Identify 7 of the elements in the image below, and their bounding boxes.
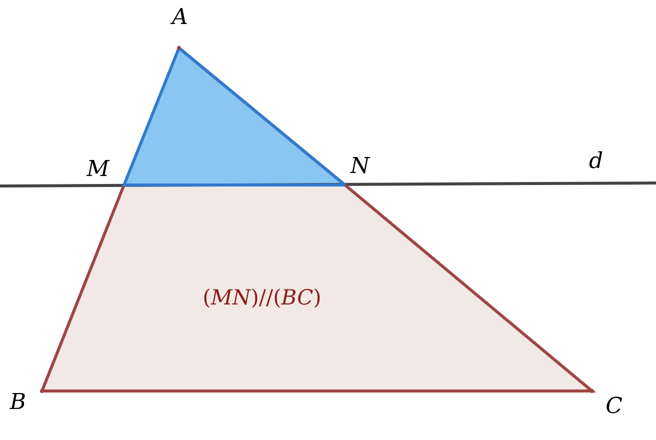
point-label: B	[10, 392, 26, 414]
point-label: M	[86, 159, 110, 181]
point-label: C	[606, 396, 622, 418]
line-label: d	[588, 151, 604, 173]
parallel-statement: (MN)//(BC)	[202, 288, 322, 308]
point-label: A	[172, 7, 188, 29]
point-label: N	[350, 156, 370, 178]
